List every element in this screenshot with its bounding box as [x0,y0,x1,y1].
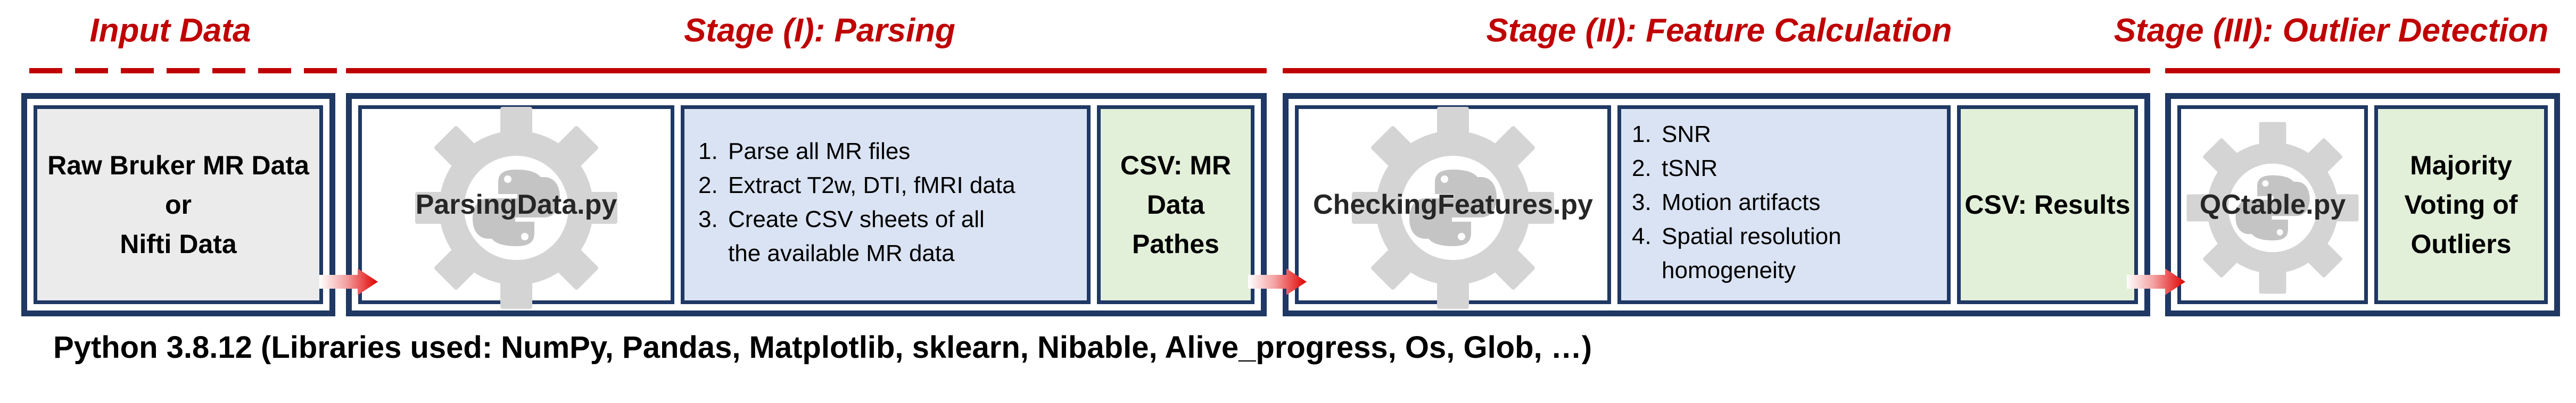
parsing-stage-box: ParsingData.py 1.Parse all MR files 2.Ex… [346,93,1267,316]
parsing-step-2: 2.Extract T2w, DTI, fMRI data [698,172,1015,198]
outliers-line [2165,68,2560,73]
features-line [1283,68,2150,73]
features-script-label: CheckingFeatures.py [1313,189,1593,220]
parsing-step-3-cont: the available MR data [728,240,955,266]
majority-label: Majority [2410,150,2512,180]
outliers-script-label: QCtable.py [2199,189,2346,220]
feature-step-3: 3.Motion artifacts [1632,189,1821,215]
raw-data-box: Raw Bruker MR Data or Nifti Data [34,105,323,304]
parsing-steps-box: 1.Parse all MR files 2.Extract T2w, DTI,… [681,105,1091,304]
features-stage-box: CheckingFeatures.py 1.SNR 2.tSNR 3.Motio… [1283,93,2150,316]
parsing-step-3: 3.Create CSV sheets of all [698,206,985,232]
input-box: Raw Bruker MR Data or Nifti Data [21,93,335,316]
stage-outliers-title: Stage (III): Outlier Detection [2113,12,2549,49]
voting-of-label: Voting of [2404,190,2518,220]
arrow-right-icon [319,268,378,295]
raw-bruker-label: Raw Bruker MR Data [47,150,309,180]
feature-step-2: 2.tSNR [1632,155,1718,181]
or-label: or [164,190,192,220]
feature-step-4: 4.Spatial resolution [1632,223,1842,249]
parsing-steps-list: 1.Parse all MR files 2.Extract T2w, DTI,… [698,135,1015,271]
features-steps-box: 1.SNR 2.tSNR 3.Motion artifacts 4.Spatia… [1617,105,1951,304]
input-dashed-line [29,68,338,73]
stage-parsing-title: Stage (I): Parsing [684,12,955,49]
feature-step-4-cont: homogeneity [1662,257,1796,283]
csv-mr-label: CSV: MR [1120,150,1232,180]
arrow-right-icon [1248,268,1307,295]
outliers-output-box: Majority Voting of Outliers [2374,105,2548,304]
stage-input-title: Input Data [89,12,251,49]
features-steps-list: 1.SNR 2.tSNR 3.Motion artifacts 4.Spatia… [1632,117,1842,288]
parsing-script-box: ParsingData.py [358,105,674,304]
nifti-label: Nifti Data [120,229,237,259]
feature-step-1: 1.SNR [1632,121,1711,147]
outliers-stage-box: QCtable.py Majority Voting of Outliers [2165,93,2560,316]
outliers-script-box: QCtable.py [2177,105,2368,304]
python-libraries-footer: Python 3.8.12 (Libraries used: NumPy, Pa… [53,330,1592,365]
features-script-box: CheckingFeatures.py [1295,105,1611,304]
parsing-step-1: 1.Parse all MR files [698,138,911,164]
arrow-right-icon [2127,268,2185,295]
features-output-box: CSV: Results [1957,105,2138,304]
data-pathes-label: Data Pathes [1132,190,1219,259]
stage-features-title: Stage (II): Feature Calculation [1486,12,1952,49]
csv-results-label: CSV: Results [1964,190,2131,220]
parsing-script-label: ParsingData.py [415,189,617,220]
outliers-label: Outliers [2410,229,2512,259]
parsing-line [346,68,1267,73]
parsing-output-box: CSV: MR Data Pathes [1097,105,1254,304]
